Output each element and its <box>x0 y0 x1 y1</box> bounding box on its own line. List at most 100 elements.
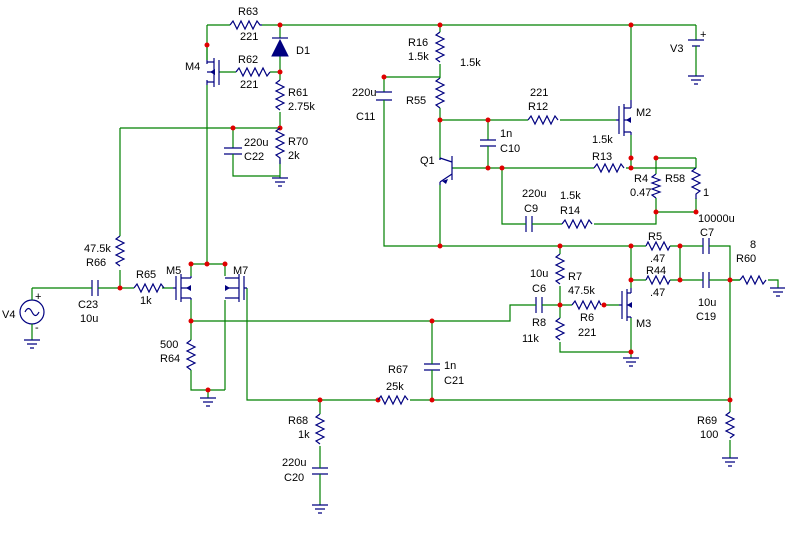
mosfet-m4 <box>206 58 220 87</box>
c22-ref: C22 <box>244 151 264 163</box>
c9-ref: C9 <box>524 203 538 215</box>
r60-value: 8 <box>750 239 756 251</box>
labels: R63 221 R62 221 D1 M4 R61 2.75k R70 2k 2… <box>2 6 756 484</box>
v4-ref: V4 <box>2 309 15 321</box>
mosfet-m7 <box>225 274 247 302</box>
r55-ref: R55 <box>406 95 426 107</box>
resistor-r14 <box>561 218 593 230</box>
junction-dot <box>693 209 699 215</box>
r64-ref: R64 <box>160 353 180 365</box>
m5-ref: M5 <box>166 265 181 277</box>
resistor-r64 <box>185 339 197 371</box>
c20-value: 220u <box>282 457 306 469</box>
junction-dot <box>277 22 283 28</box>
mosfet-m3 <box>619 288 632 321</box>
junction-dot <box>499 165 505 171</box>
capacitor-c10 <box>480 139 496 150</box>
junction-dot <box>727 277 733 283</box>
junction-dot <box>429 318 435 324</box>
r68-ref: R68 <box>288 415 308 427</box>
svg-text:-: - <box>35 322 39 334</box>
r63-value: 221 <box>240 31 258 43</box>
capacitor-c11 <box>376 91 392 104</box>
m2-ref: M2 <box>636 107 651 119</box>
r13-value: 1.5k <box>592 134 613 146</box>
resistor-r5 <box>645 240 671 252</box>
r5-ref: R5 <box>648 231 662 243</box>
r67-value: 25k <box>386 381 404 393</box>
resistor-r7 <box>554 253 566 285</box>
c7-value: 10000u <box>698 213 735 225</box>
resistor-r13 <box>593 162 625 174</box>
resistor-r62 <box>235 66 271 78</box>
r14-ref: R14 <box>560 205 580 217</box>
c10-value: 1n <box>500 128 512 140</box>
svg-text:+: + <box>35 291 41 303</box>
c19-ref: C19 <box>696 311 716 323</box>
junction-dot <box>485 117 491 123</box>
junction-dot <box>628 165 634 171</box>
junction-dot <box>204 42 210 48</box>
resistor-r16 <box>434 31 446 63</box>
resistor-r70 <box>274 127 286 164</box>
resistor-r65 <box>133 282 165 294</box>
c11-ref: C11 <box>356 111 375 123</box>
c23-value: 10u <box>80 313 98 325</box>
c7-ref: C7 <box>700 227 714 239</box>
resistor-r60 <box>739 274 767 286</box>
junction-dot <box>557 302 563 308</box>
junction-dot <box>677 277 683 283</box>
capacitor-c19 <box>700 272 712 288</box>
capacitor-c7 <box>700 238 712 254</box>
m3-ref: M3 <box>636 318 651 330</box>
r6-value: 221 <box>578 327 596 339</box>
m4-ref: M4 <box>185 61 200 73</box>
mosfet-m2 <box>616 100 632 136</box>
resistor-r61 <box>274 79 286 111</box>
r70-ref: R70 <box>288 136 308 148</box>
m7-ref: M7 <box>233 265 248 277</box>
c22-value: 220u <box>244 137 268 149</box>
r7-value: 47.5k <box>568 285 595 297</box>
bjt-q1 <box>439 156 453 185</box>
resistor-r69 <box>724 411 736 439</box>
r14-value: 1.5k <box>560 190 581 202</box>
c9-value: 220u <box>522 188 546 200</box>
junction-dot <box>205 387 211 393</box>
r65-ref: R65 <box>136 269 156 281</box>
resistor-r6 <box>571 299 602 311</box>
junction-dot <box>557 243 563 249</box>
r4-value: 0.47 <box>630 187 651 199</box>
junction-dot <box>628 277 634 283</box>
junction-dot <box>277 69 283 75</box>
resistor-r66 <box>114 235 126 267</box>
svg-text:+: + <box>700 29 706 41</box>
c21-value: 1n <box>444 360 456 372</box>
r55-value: 1.5k <box>460 57 481 69</box>
r60-ref: R60 <box>736 253 756 265</box>
junction-dot <box>429 397 435 403</box>
r63-ref: R63 <box>238 6 258 18</box>
q1-ref: Q1 <box>420 155 435 167</box>
junction-dot <box>601 302 607 308</box>
r12-ref: R12 <box>528 101 548 113</box>
d1-ref: D1 <box>296 45 310 57</box>
resistor-r12 <box>527 114 559 126</box>
c6-value: 10u <box>530 268 548 280</box>
junction-dot <box>317 397 323 403</box>
wires <box>32 24 779 505</box>
c20-ref: C20 <box>284 472 304 484</box>
r4-ref: R4 <box>634 173 648 185</box>
capacitor-c23 <box>88 280 104 296</box>
resistor-r8 <box>554 317 566 341</box>
v3-ref: V3 <box>670 43 683 55</box>
r8-value: 11k <box>522 333 539 345</box>
r64-value: 500 <box>160 339 178 351</box>
c6-ref: C6 <box>532 283 546 295</box>
capacitor-c6 <box>530 297 546 313</box>
r58-ref: R58 <box>665 173 685 185</box>
resistor-r55 <box>434 77 446 109</box>
resistor-r4 <box>650 173 662 199</box>
r66-value: 47.5k <box>84 243 111 255</box>
r70-value: 2k <box>288 150 300 162</box>
